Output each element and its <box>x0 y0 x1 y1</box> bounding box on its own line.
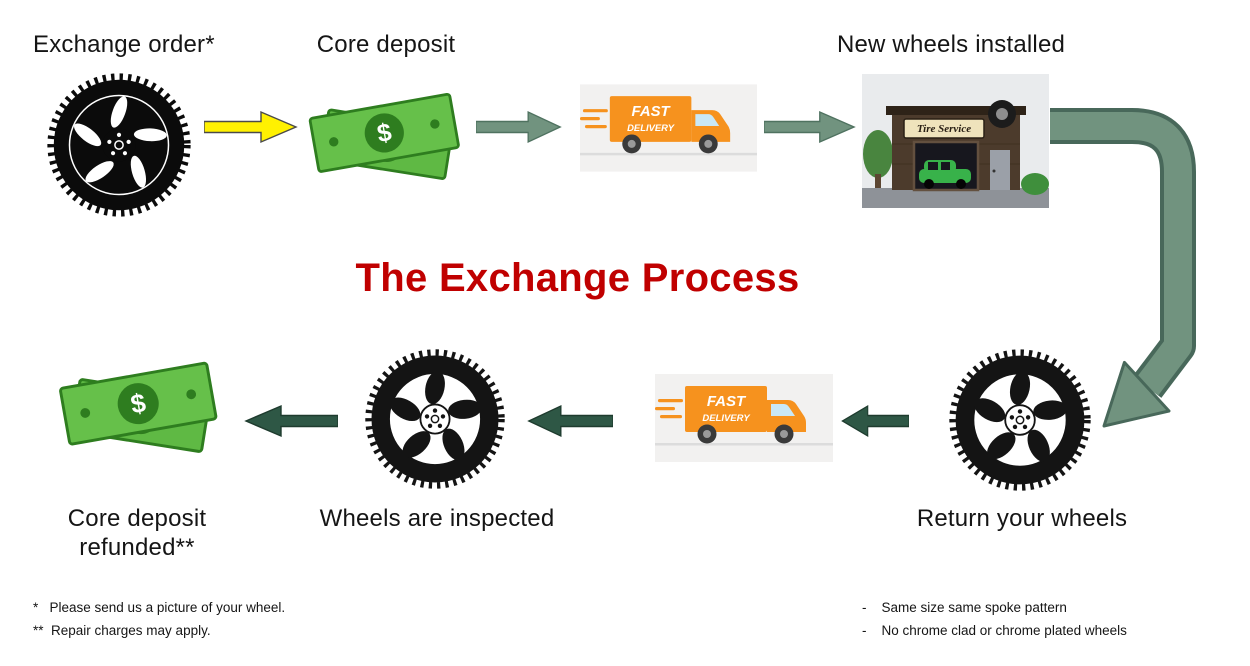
core-deposit-label: Core deposit <box>316 31 456 58</box>
arrow-inspect-to-refund-icon <box>244 404 338 438</box>
arrow-deposit-to-shipping-icon <box>476 110 562 144</box>
core-deposit-refunded-label: Core deposit refunded** <box>27 504 247 562</box>
arrow-return-shipping-to-inspect-icon <box>527 404 613 438</box>
footnotes-left: * Please send us a picture of your wheel… <box>33 596 285 642</box>
core-deposit-refunded-line1: Core deposit <box>67 505 207 532</box>
new-wheels-installed-label: New wheels installed <box>836 31 1066 58</box>
return-delivery-truck-icon <box>655 374 833 462</box>
return-your-wheels-label: Return your wheels <box>916 505 1128 532</box>
delivery-truck-icon <box>580 84 757 172</box>
money-refund-icon <box>50 344 230 476</box>
arrow-return-to-shipping-icon <box>841 404 909 438</box>
footnote-same-size: - Same size same spoke pattern <box>862 600 1067 615</box>
inspected-wheel-icon <box>362 346 508 492</box>
money-icon <box>300 76 472 202</box>
footnotes-right: - Same size same spoke pattern - No chro… <box>862 596 1127 642</box>
curved-arrow-install-to-return-icon <box>1042 96 1232 461</box>
footnote-no-chrome: - No chrome clad or chrome plated wheels <box>862 623 1127 638</box>
arrow-shipping-to-install-icon <box>764 110 856 144</box>
footnote-picture: * Please send us a picture of your wheel… <box>33 600 286 615</box>
tire-service-shop-icon <box>862 74 1049 208</box>
returned-wheel-icon <box>946 346 1094 494</box>
wheels-are-inspected-label: Wheels are inspected <box>319 505 555 532</box>
diagram-title: The Exchange Process <box>355 256 800 300</box>
core-deposit-refunded-line2: refunded** <box>79 534 195 561</box>
exchange-order-label: Exchange order* <box>33 31 215 58</box>
black-wheel-icon <box>44 70 194 220</box>
footnote-repair: ** Repair charges may apply. <box>33 623 211 638</box>
arrow-order-to-deposit-icon <box>204 110 298 144</box>
